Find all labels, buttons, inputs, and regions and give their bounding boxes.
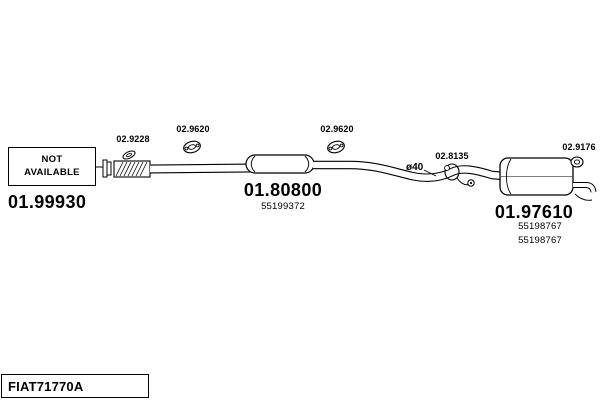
not-available-box: NOT AVAILABLE [8,147,96,186]
part-label-ring-1[interactable]: 02.9620 [176,124,210,134]
not-available-text-line2: AVAILABLE [24,166,80,178]
gasket-icon [122,150,136,160]
part-number-front[interactable]: 01.99930 [8,192,87,212]
ref-number-center-muffler: 55199372 [261,201,305,212]
tail-ring-icon [570,156,584,168]
part-number-rear-muffler[interactable]: 01.97610 [494,202,574,222]
part-label-clamp[interactable]: 02.8135 [435,151,469,161]
part-label-ring-2[interactable]: 02.9620 [320,124,354,134]
not-available-text-line1: NOT [41,154,63,166]
intermediate-pipe [313,160,505,182]
front-flange-icon [102,159,112,178]
center-muffler-shape [245,154,315,174]
part-label-gasket[interactable]: 02.9228 [116,134,150,144]
diameter-leader-line [423,169,437,177]
rear-muffler-shape [499,157,574,196]
part-label-tail-ring[interactable]: 02.9176 [562,142,596,152]
ref-number-rear-muffler-1: 55198767 [518,221,562,232]
part-number-center-muffler[interactable]: 01.80800 [243,180,323,200]
ring-icon-2 [327,140,345,154]
tail-pipe [573,182,597,201]
drawing-number-box: FIAT71770A [1,374,149,398]
front-pipe [149,163,253,174]
pipe-diameter-label: ø40 [406,162,424,173]
ref-number-rear-muffler-2: 55198767 [518,235,562,246]
drawing-number: FIAT71770A [8,378,84,394]
flex-coupling-icon [113,160,151,178]
ring-icon-1 [183,140,201,154]
clamp-icon [444,163,475,187]
